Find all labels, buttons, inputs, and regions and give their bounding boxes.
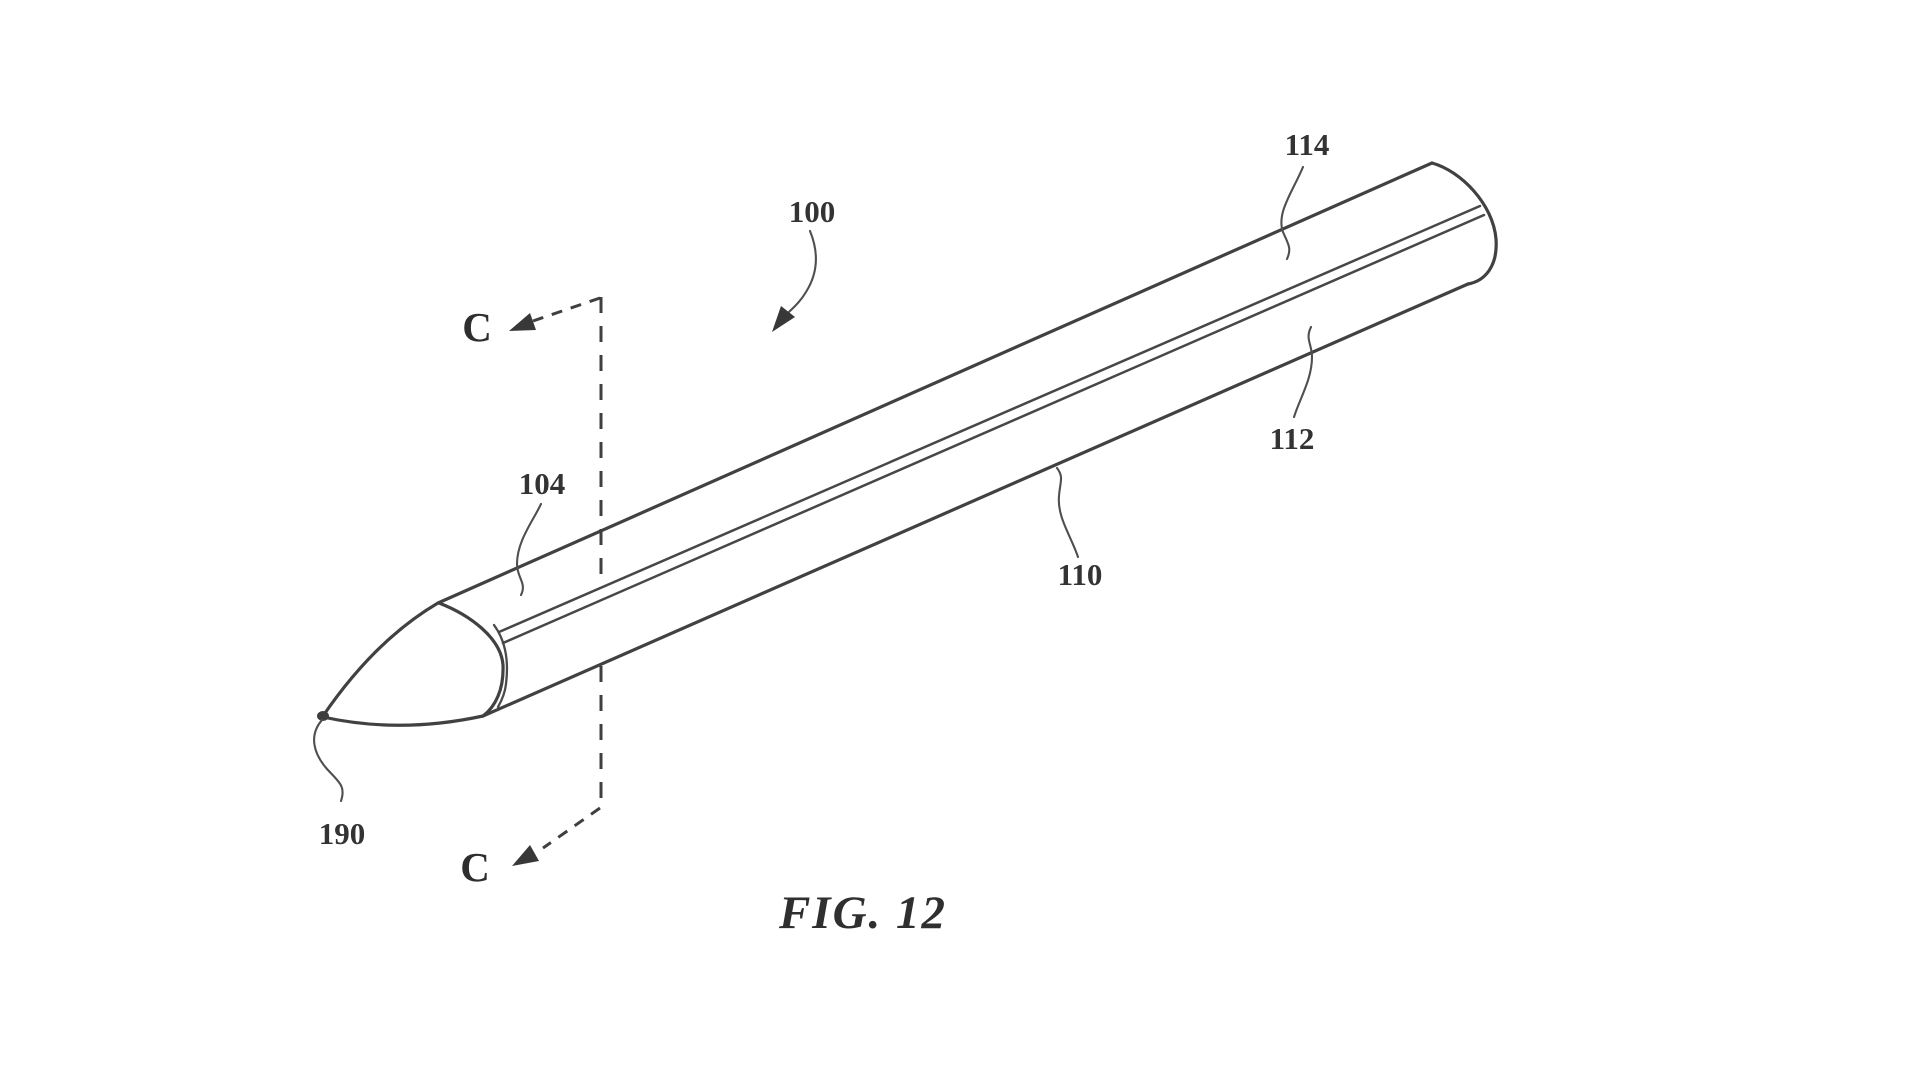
body-bottom-edge: [481, 282, 1470, 718]
reference-numerals: 100 114 104 112 110 190 C C: [319, 127, 1330, 890]
leader-110: [1055, 466, 1080, 559]
leader-114: [1280, 165, 1305, 261]
section-line-diagonal-bottom: [542, 806, 601, 850]
tip-cone-upper-edge: [321, 601, 440, 718]
section-line-diagonal-top: [532, 296, 601, 323]
section-arrowhead-top-icon: [509, 313, 536, 331]
stylus-body: [317, 161, 1498, 727]
leader-112: [1292, 325, 1314, 419]
ref-label-112: 112: [1270, 421, 1315, 456]
body-end-cap: [1430, 161, 1498, 286]
ref-label-190: 190: [319, 816, 366, 851]
body-top-edge: [436, 161, 1434, 605]
tip-cone-base-arc: [437, 601, 505, 718]
leader-104: [515, 502, 543, 597]
section-label-c-top: C: [462, 304, 492, 350]
section-line-cc: [509, 296, 603, 866]
leader-lines: [313, 165, 1314, 803]
section-arrowhead-bottom-icon: [512, 845, 539, 866]
ref-label-114: 114: [1285, 127, 1330, 162]
tip-point: [317, 711, 329, 721]
ref-label-110: 110: [1058, 557, 1103, 592]
tip-cone-lower-edge: [321, 714, 485, 727]
leader-arrowhead-100-icon: [772, 306, 795, 332]
facet-ridge-lower-line: [501, 213, 1486, 645]
figure-caption: FIG. 12: [778, 887, 947, 939]
section-label-c-bottom: C: [460, 844, 490, 890]
tip-cone-base-arc-inner: [492, 623, 509, 709]
leader-190: [313, 718, 344, 803]
ref-label-100: 100: [789, 194, 836, 229]
leader-arrow-100: [786, 229, 818, 315]
ref-label-104: 104: [519, 466, 566, 501]
facet-ridge-upper-line: [497, 204, 1482, 634]
